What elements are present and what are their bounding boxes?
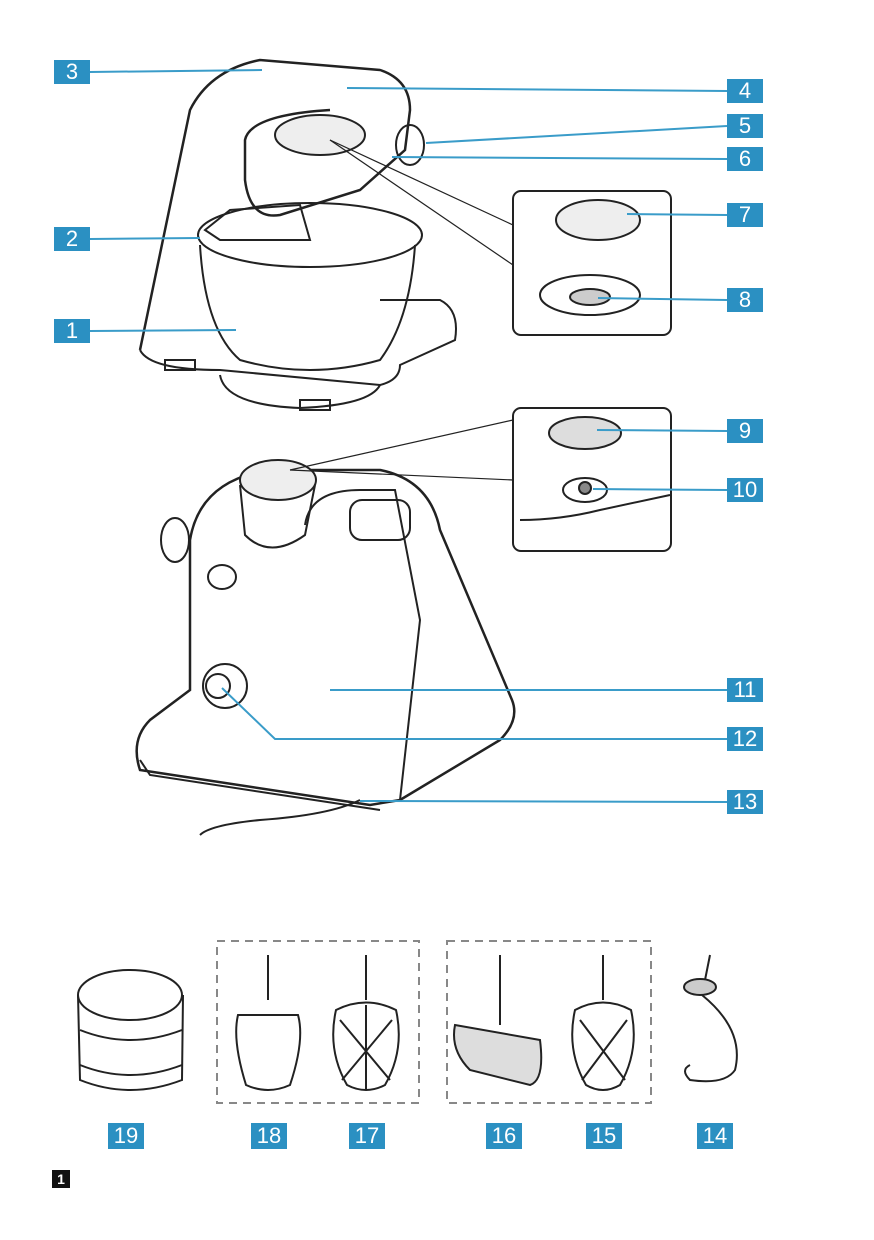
beater	[235, 955, 302, 1091]
whisk-small	[571, 955, 635, 1091]
whisk-large	[332, 955, 400, 1091]
detail-inset-top	[329, 139, 672, 336]
callout-14: 14	[697, 1123, 733, 1149]
callout-4: 4	[727, 79, 763, 103]
callout-19: 19	[108, 1123, 144, 1149]
kneading-hook	[683, 954, 738, 1083]
callout-1: 1	[54, 319, 90, 343]
callout-8: 8	[727, 288, 763, 312]
callout-2: 2	[54, 227, 90, 251]
machine-rear-view	[135, 459, 516, 836]
callout-10: 10	[727, 478, 763, 502]
callout-16: 16	[486, 1123, 522, 1149]
figure-number: 1	[52, 1170, 70, 1188]
callout-11: 11	[727, 678, 763, 702]
callout-3: 3	[54, 60, 90, 84]
accessories	[77, 940, 738, 1104]
callout-12: 12	[727, 727, 763, 751]
callout-17: 17	[349, 1123, 385, 1149]
flexi-beater	[453, 955, 543, 1087]
callout-9: 9	[727, 419, 763, 443]
callout-13: 13	[727, 790, 763, 814]
callout-15: 15	[586, 1123, 622, 1149]
leader-lines	[89, 69, 728, 803]
storage-bag	[77, 969, 184, 1091]
callout-5: 5	[727, 114, 763, 138]
callout-7: 7	[727, 203, 763, 227]
callout-6: 6	[727, 147, 763, 171]
machine-front-view	[138, 58, 457, 411]
callout-18: 18	[251, 1123, 287, 1149]
